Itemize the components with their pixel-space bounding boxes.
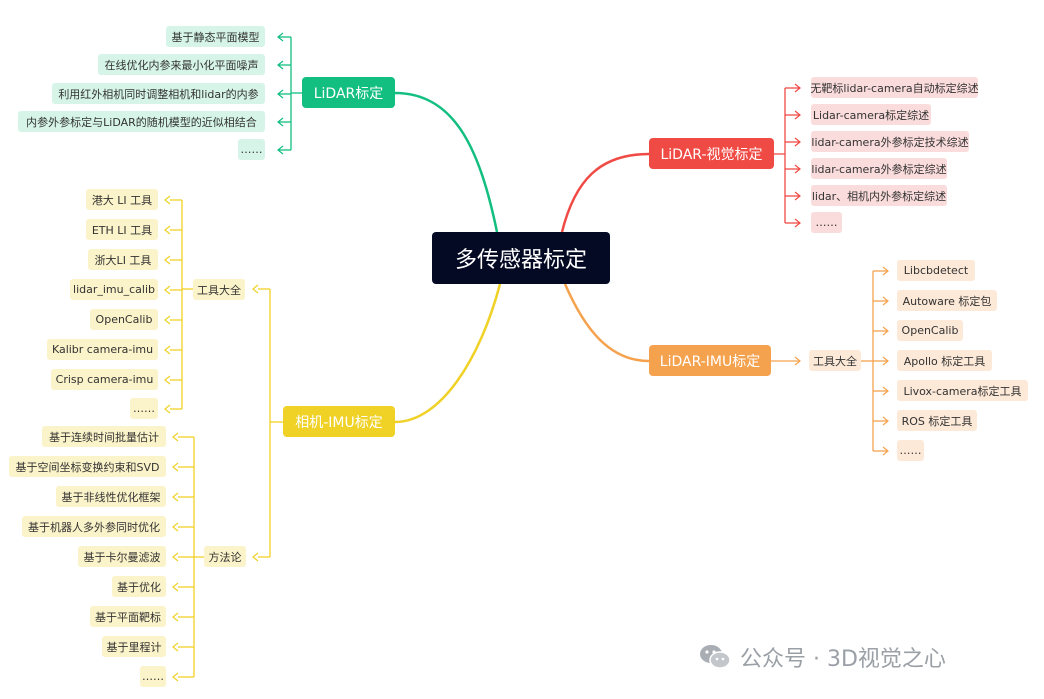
arrowhead bbox=[164, 375, 171, 385]
arrowhead bbox=[164, 255, 171, 265]
leaf-lidar-vision[interactable]: lidar-camera外参标定综述 bbox=[811, 158, 947, 179]
watermark: 公众号 · 3D视觉之心 bbox=[698, 640, 946, 674]
link-center-lidar-imu bbox=[563, 283, 650, 363]
leaf-camera-imu-method[interactable]: 基于卡尔曼滤波 bbox=[78, 546, 166, 567]
arrowhead bbox=[277, 32, 284, 42]
leaf-lidar-calib[interactable]: 在线优化内参来最小化平面噪声 bbox=[98, 54, 265, 75]
arrowhead bbox=[794, 218, 801, 228]
arrowhead bbox=[172, 492, 179, 502]
leaf-lidar-imu-tool[interactable]: Autoware 标定包 bbox=[897, 290, 997, 311]
arrowhead bbox=[882, 266, 889, 276]
arrowhead bbox=[172, 582, 179, 592]
arrowhead bbox=[164, 225, 171, 235]
arrowhead bbox=[794, 110, 801, 120]
arrowhead bbox=[277, 60, 284, 70]
leaf-camera-imu-method[interactable]: 基于平面靶标 bbox=[90, 606, 166, 627]
leaf-camera-imu-tool[interactable]: Crisp camera-imu bbox=[51, 369, 158, 390]
arrowhead bbox=[172, 672, 179, 682]
leaf-lidar-imu-tool[interactable]: Apollo 标定工具 bbox=[897, 350, 992, 371]
leaf-camera-imu-method[interactable]: 基于机器人多外参同时优化 bbox=[22, 516, 166, 537]
lidar-imu-tools-group[interactable]: 工具大全 bbox=[809, 350, 861, 371]
arrowhead bbox=[794, 164, 801, 174]
leaf-camera-imu-method[interactable]: 基于里程计 bbox=[102, 636, 166, 657]
watermark-text: 公众号 · 3D视觉之心 bbox=[740, 647, 946, 672]
leaf-lidar-imu-tool[interactable]: ROS 标定工具 bbox=[897, 410, 977, 431]
arrowhead bbox=[882, 356, 889, 366]
arrowhead bbox=[172, 612, 179, 622]
arrowhead bbox=[277, 89, 284, 99]
link-center-lidar bbox=[394, 91, 499, 233]
camera-imu-methods-group[interactable]: 方法论 bbox=[204, 546, 246, 567]
center-node[interactable]: 多传感器标定 bbox=[432, 232, 610, 284]
leaf-camera-imu-tool[interactable]: lidar_imu_calib bbox=[70, 279, 158, 300]
leaf-camera-imu-tool[interactable]: 浙大LI 工具 bbox=[88, 249, 158, 270]
arrowhead bbox=[882, 326, 889, 336]
arrowhead bbox=[794, 191, 801, 201]
leaf-lidar-vision[interactable]: lidar-camera外参标定技术综述 bbox=[811, 131, 969, 152]
leaf-lidar-calib[interactable]: 基于静态平面模型 bbox=[166, 26, 265, 47]
leaf-lidar-imu-tool[interactable]: …… bbox=[897, 440, 924, 461]
leaf-lidar-vision[interactable]: lidar、相机内外参标定综述 bbox=[811, 185, 947, 206]
leaf-lidar-imu-tool[interactable]: Livox-camera标定工具 bbox=[897, 380, 1028, 401]
branch-camera-imu-calibration[interactable]: 相机-IMU标定 bbox=[283, 406, 395, 437]
arrowhead bbox=[172, 642, 179, 652]
leaf-camera-imu-tool[interactable]: ETH LI 工具 bbox=[86, 219, 158, 240]
arrowhead bbox=[172, 552, 179, 562]
arrowhead bbox=[164, 285, 171, 295]
leaf-lidar-calib[interactable]: …… bbox=[238, 139, 265, 160]
arrowhead bbox=[794, 137, 801, 147]
arrowhead bbox=[164, 195, 171, 205]
branch-lidar-imu-calibration[interactable]: LiDAR-IMU标定 bbox=[649, 345, 771, 376]
arrowhead bbox=[164, 345, 171, 355]
arrowhead bbox=[882, 416, 889, 426]
arrowhead bbox=[172, 462, 179, 472]
leaf-camera-imu-tool[interactable]: 港大 LI 工具 bbox=[86, 189, 158, 210]
leaf-camera-imu-tool[interactable]: OpenCalib bbox=[90, 309, 158, 330]
arrowhead bbox=[882, 446, 889, 456]
arrowhead bbox=[172, 522, 179, 532]
leaf-lidar-calib[interactable]: 内参外参标定与LiDAR的随机模型的近似相结合 bbox=[18, 111, 265, 132]
arrowhead bbox=[164, 315, 171, 325]
wechat-icon bbox=[700, 645, 731, 669]
leaf-lidar-calib[interactable]: 利用红外相机同时调整相机和lidar的内参 bbox=[52, 83, 265, 104]
leaf-camera-imu-method[interactable]: 基于空间坐标变换约束和SVD bbox=[9, 456, 166, 477]
arrowhead bbox=[882, 296, 889, 306]
leaf-camera-imu-method[interactable]: 基于非线性优化框架 bbox=[56, 486, 166, 507]
arrowhead bbox=[277, 117, 284, 127]
leaf-lidar-vision[interactable]: 无靶标lidar-camera自动标定综述 bbox=[810, 77, 979, 98]
arrowhead bbox=[882, 386, 889, 396]
arrowhead bbox=[794, 83, 801, 93]
leaf-lidar-vision[interactable]: …… bbox=[811, 212, 842, 233]
leaf-camera-imu-tool[interactable]: …… bbox=[130, 398, 158, 419]
link-center-vision bbox=[560, 152, 650, 233]
camera-imu-tools-group[interactable]: 工具大全 bbox=[193, 279, 245, 300]
leaf-lidar-imu-tool[interactable]: Libcbdetect bbox=[897, 260, 975, 281]
branch-lidar-vision-calibration[interactable]: LiDAR-视觉标定 bbox=[649, 138, 774, 169]
arrowhead bbox=[252, 284, 259, 294]
arrowhead bbox=[252, 552, 259, 562]
arrowhead bbox=[277, 145, 284, 155]
arrowhead bbox=[172, 432, 179, 442]
leaf-camera-imu-method[interactable]: 基于优化 bbox=[112, 576, 166, 597]
link-center-camera-imu bbox=[394, 283, 502, 424]
leaf-lidar-imu-tool[interactable]: OpenCalib bbox=[897, 320, 963, 341]
leaf-camera-imu-method[interactable]: …… bbox=[140, 666, 166, 687]
arrowhead bbox=[164, 404, 171, 414]
leaf-camera-imu-tool[interactable]: Kalibr camera-imu bbox=[47, 339, 158, 360]
leaf-lidar-vision[interactable]: Lidar-camera标定综述 bbox=[811, 104, 931, 125]
leaf-camera-imu-method[interactable]: 基于连续时间批量估计 bbox=[42, 426, 166, 447]
arrowhead bbox=[794, 356, 801, 366]
branch-lidar-calibration[interactable]: LiDAR标定 bbox=[302, 77, 395, 108]
